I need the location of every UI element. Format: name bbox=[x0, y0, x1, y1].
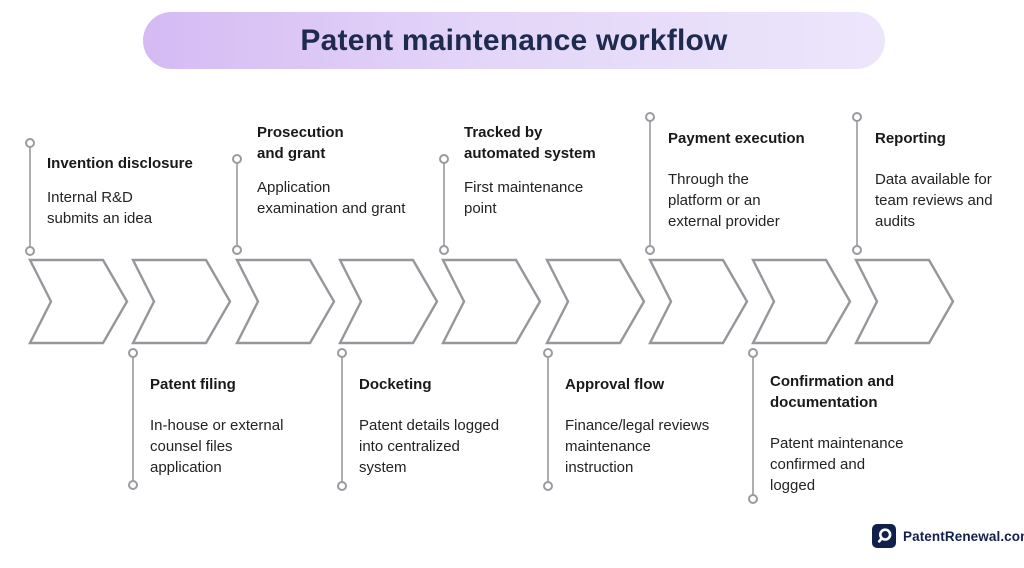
chevron-step-4 bbox=[337, 258, 439, 345]
connector-confirmation-documentation bbox=[748, 348, 758, 504]
magnifier-icon bbox=[872, 524, 896, 548]
step-confirmation-documentation: Confirmation and documentation Patent ma… bbox=[770, 371, 903, 496]
step-description: Finance/legal reviews maintenance instru… bbox=[565, 417, 710, 476]
step-tracked-system: Tracked by automated system First mainte… bbox=[464, 122, 596, 219]
connector-patent-filing bbox=[128, 348, 138, 490]
chevron-step-5 bbox=[441, 258, 542, 345]
step-description: Internal R&D submits an idea bbox=[47, 189, 153, 227]
chevron-step-3 bbox=[234, 258, 335, 345]
connector-invention-disclosure bbox=[25, 138, 35, 256]
step-title: Approval flow bbox=[565, 376, 665, 393]
step-description: Data available for team reviews and audi… bbox=[875, 171, 993, 230]
connector-docketing bbox=[337, 348, 347, 491]
step-description: Patent maintenance confirmed and logged bbox=[770, 435, 904, 494]
step-title: Invention disclosure bbox=[47, 155, 193, 172]
step-description: First maintenance point bbox=[464, 179, 584, 217]
brand-logo: PatentRenewal.com bbox=[872, 524, 1024, 548]
brand-logo-text: PatentRenewal.com bbox=[903, 528, 1024, 544]
step-invention-disclosure: Invention disclosure Internal R&D submit… bbox=[47, 153, 193, 229]
step-title: Reporting bbox=[875, 130, 946, 147]
step-description: In-house or external counsel files appli… bbox=[150, 417, 284, 476]
connector-prosecution-grant bbox=[232, 154, 242, 255]
page-title: Patent maintenance workflow bbox=[300, 23, 728, 57]
step-title: Tracked by automated system bbox=[464, 124, 596, 162]
step-docketing: Docketing Patent details logged into cen… bbox=[359, 374, 499, 478]
step-prosecution-grant: Prosecution and grant Application examin… bbox=[257, 122, 405, 219]
chevron-step-1 bbox=[28, 258, 129, 345]
connector-approval-flow bbox=[543, 348, 553, 491]
step-description: Patent details logged into centralized s… bbox=[359, 417, 500, 476]
chevron-step-2 bbox=[131, 258, 232, 345]
step-description: Through the platform or an external prov… bbox=[668, 171, 780, 230]
step-title: Patent filing bbox=[150, 376, 236, 393]
chevron-step-8 bbox=[751, 258, 852, 345]
connector-tracked-system bbox=[439, 154, 449, 255]
chevron-step-9 bbox=[854, 258, 955, 345]
connector-reporting bbox=[852, 112, 862, 255]
step-payment-execution: Payment execution Through the platform o… bbox=[668, 128, 805, 232]
step-description: Application examination and grant bbox=[257, 179, 406, 217]
step-title: Confirmation and documentation bbox=[770, 373, 895, 411]
chevron-step-7 bbox=[647, 258, 749, 345]
step-title: Prosecution and grant bbox=[257, 124, 344, 162]
title-banner: Patent maintenance workflow bbox=[143, 12, 885, 69]
step-title: Payment execution bbox=[668, 130, 805, 147]
step-patent-filing: Patent filing In-house or external couns… bbox=[150, 374, 283, 478]
step-reporting: Reporting Data available for team review… bbox=[875, 128, 993, 232]
connector-payment-execution bbox=[645, 112, 655, 255]
step-approval-flow: Approval flow Finance/legal reviews main… bbox=[565, 374, 709, 478]
chevron-step-6 bbox=[544, 258, 645, 345]
step-title: Docketing bbox=[359, 376, 432, 393]
